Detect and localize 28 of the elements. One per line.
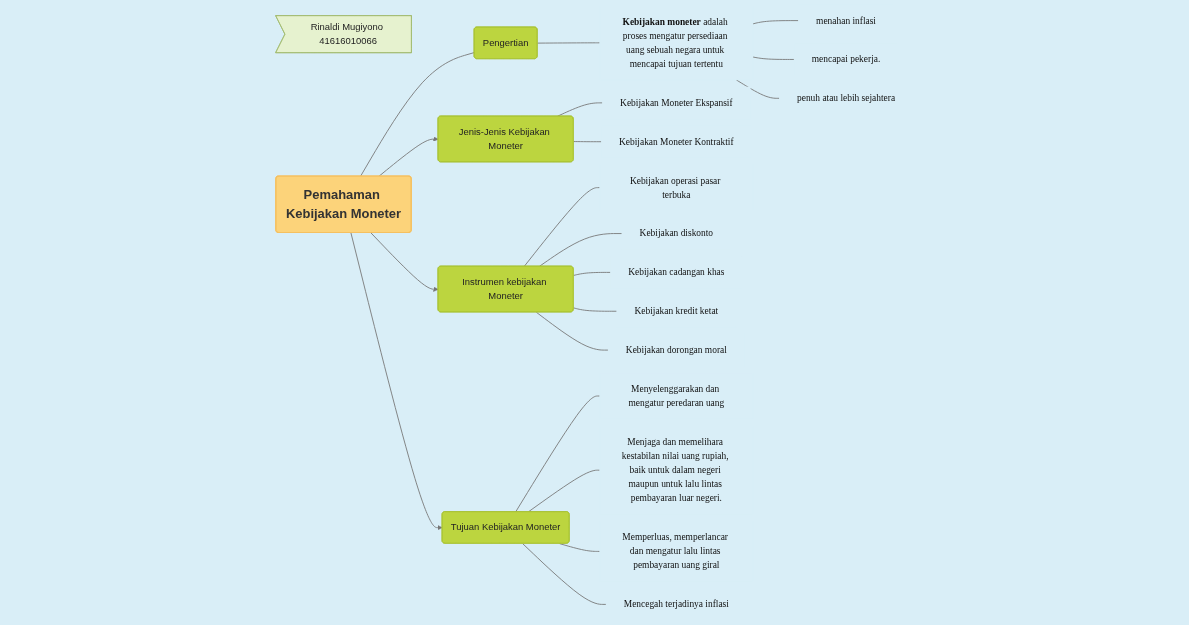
node-text: Kebijakan diskonto xyxy=(639,228,714,239)
node-text: mencapai pekerja. xyxy=(812,54,881,65)
connector xyxy=(752,56,795,60)
node-text: Kebijakan Moneter Kontraktif xyxy=(619,136,734,147)
node-text: Kebijakan dorongan moral xyxy=(626,344,728,355)
node-text: Kebijakan kredit ketat xyxy=(634,305,719,316)
connector xyxy=(522,543,607,605)
connector xyxy=(539,233,623,267)
node-text: menahan inflasi xyxy=(816,15,877,26)
node-text: Mencegah terjadinya inflasi xyxy=(624,599,730,610)
node-text: Memperluas, memperlancar dan mengatur lalu lintas pembayaran uang giral xyxy=(622,531,729,571)
connector xyxy=(573,271,612,276)
connector xyxy=(537,42,601,44)
node-text: Menyelenggarakan dan mengatur peredaran uang xyxy=(628,383,725,408)
connector xyxy=(736,79,781,99)
node-text: Kebijakan moneter adalah proses mengatur persediaan uang sebuah negara untuk mencapai tujuan tertentu xyxy=(622,16,729,69)
node-text: Kebijakan operasi pasar terbuka xyxy=(630,175,721,200)
node-text: penuh atau lebih sejahtera xyxy=(797,93,896,104)
connector xyxy=(573,141,603,143)
connector xyxy=(752,20,800,25)
connector xyxy=(573,307,618,312)
connector xyxy=(536,311,609,351)
connector xyxy=(528,469,601,513)
node-text: Kebijakan Moneter Ekspansif xyxy=(620,97,733,108)
connector xyxy=(524,187,601,267)
node-text: Kebijakan cadangan khas xyxy=(628,267,725,278)
node-text: Menjaga dan memelihara kestabilan nilai uang rupiah, baik untuk dalam negeri maupun untuk lalu lintas pembayaran luar negeri. xyxy=(622,436,729,504)
connector xyxy=(515,395,601,513)
